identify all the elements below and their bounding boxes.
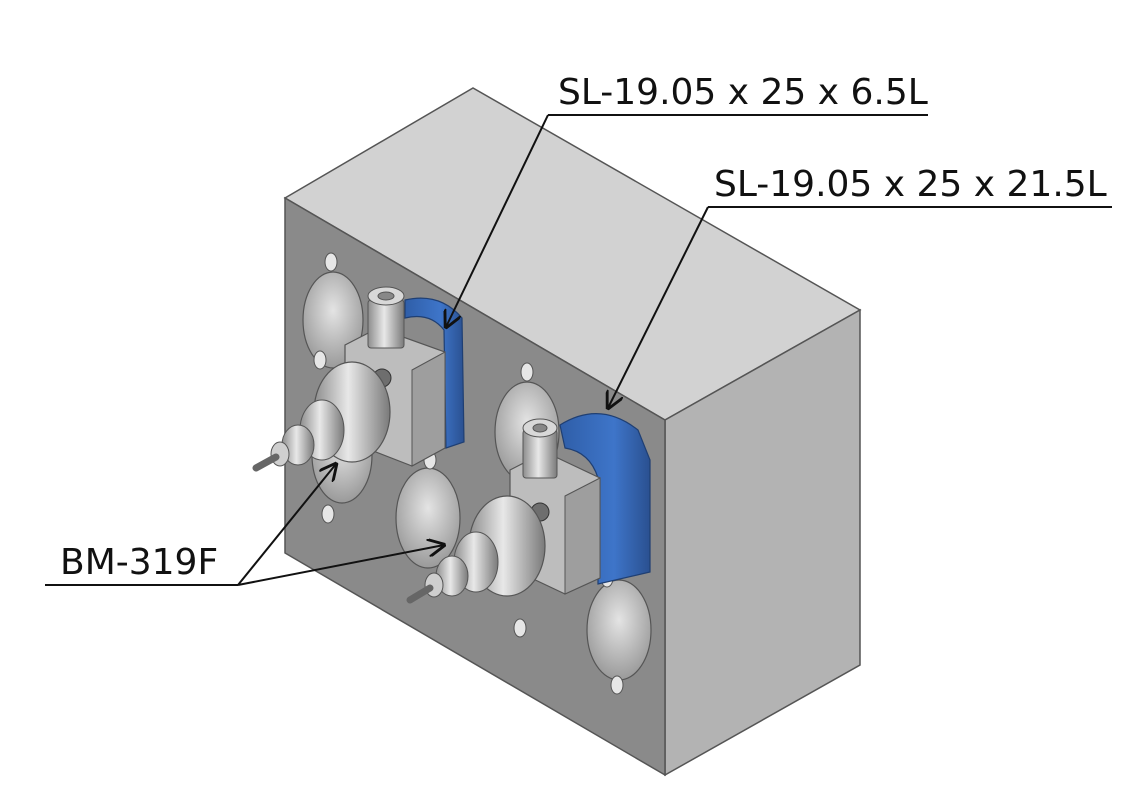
callout-bottom: BM-319F bbox=[45, 464, 444, 586]
blue-clamp-wide bbox=[559, 413, 651, 585]
bolt-hole bbox=[610, 675, 624, 695]
hex-fitting bbox=[367, 299, 405, 349]
collet-tip bbox=[270, 441, 290, 467]
large-port-hole bbox=[586, 579, 652, 681]
bolt-hole bbox=[313, 350, 327, 370]
callout-top: SL-19.05 x 25 x 6.5L bbox=[446, 72, 928, 327]
bolt-hole bbox=[321, 504, 335, 524]
spindle-housing-side bbox=[564, 477, 601, 595]
bolt-hole bbox=[324, 252, 338, 272]
callout-label-middle: SL-19.05 x 25 x 21.5L bbox=[714, 164, 1107, 205]
bolt-hole bbox=[520, 362, 534, 382]
spindle-housing-side bbox=[411, 351, 446, 467]
right-spindle-assembly bbox=[406, 413, 651, 604]
blue-clamp-thin bbox=[404, 297, 465, 449]
bolt-hole bbox=[513, 618, 527, 638]
tool-shank bbox=[252, 453, 280, 472]
callout-leader-arrow bbox=[237, 545, 444, 586]
hex-fitting-bore bbox=[532, 423, 548, 433]
callout-leader-arrow bbox=[237, 464, 336, 586]
left-spindle-assembly bbox=[252, 286, 465, 472]
callout-leader-arrow bbox=[446, 114, 549, 327]
callout-leader-arrow bbox=[608, 206, 709, 408]
callout-label-bottom: BM-319F bbox=[60, 542, 218, 583]
tool-shank bbox=[406, 584, 434, 604]
callout-middle: SL-19.05 x 25 x 21.5L bbox=[608, 164, 1112, 408]
callout-label-top: SL-19.05 x 25 x 6.5L bbox=[558, 72, 928, 113]
hex-fitting-bore bbox=[377, 291, 395, 301]
